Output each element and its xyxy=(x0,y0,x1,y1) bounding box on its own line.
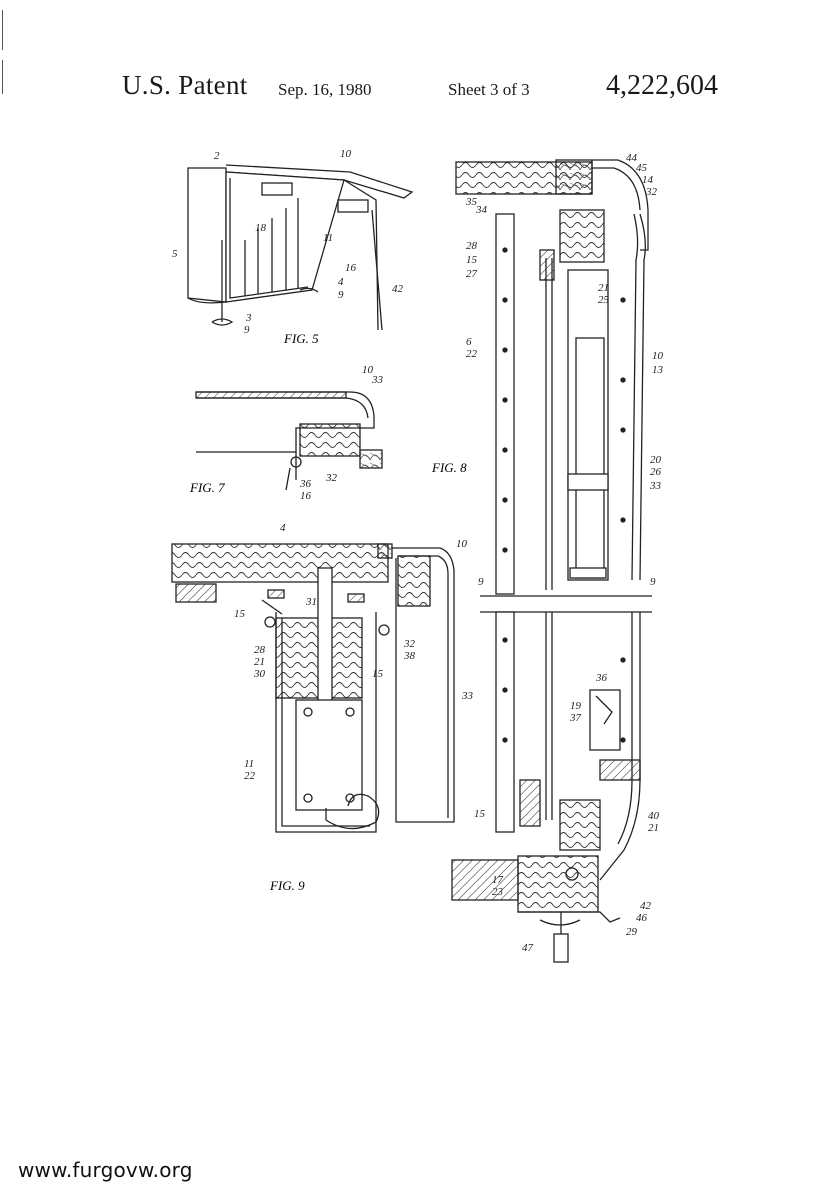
ref-label: 4 xyxy=(280,522,286,534)
ref-label: 34 xyxy=(476,204,487,216)
ref-label: 11 xyxy=(323,232,334,244)
ref-label: 22 xyxy=(466,348,477,360)
ref-label: 23 xyxy=(492,886,503,898)
ref-label: 26 xyxy=(650,466,661,478)
ref-label: 21 xyxy=(648,822,659,834)
ref-label: 31 xyxy=(306,596,317,608)
ref-label: 32 xyxy=(404,638,415,650)
ref-label: 33 xyxy=(462,690,473,702)
ref-label: 9 xyxy=(338,289,344,301)
ref-label: 16 xyxy=(300,490,311,502)
ref-label: 18 xyxy=(255,222,266,234)
ref-label: 37 xyxy=(570,712,581,724)
ref-label: 17 xyxy=(492,874,503,886)
ref-label: 42 xyxy=(640,900,651,912)
scan-margin-mark xyxy=(2,10,3,50)
fig9-drawing xyxy=(171,543,455,833)
ref-label: 14 xyxy=(642,174,653,186)
ref-label: 29 xyxy=(626,926,637,938)
ref-label: 3 xyxy=(246,312,252,324)
ref-label: 47 xyxy=(522,942,533,954)
ref-label: 33 xyxy=(650,480,661,492)
patent-title: U.S. Patent xyxy=(122,70,248,100)
ref-label: 19 xyxy=(570,700,581,712)
fig7-caption: FIG. 7 xyxy=(189,480,225,495)
ref-label: 44 xyxy=(626,152,637,164)
ref-label: 40 xyxy=(648,810,659,822)
fig9-caption: FIG. 9 xyxy=(269,878,305,893)
ref-label: 38 xyxy=(404,650,415,662)
ref-label: 16 xyxy=(345,262,356,274)
ref-label: 15 xyxy=(474,808,485,820)
ref-label: 32 xyxy=(646,186,657,198)
ref-label: 6 xyxy=(466,336,472,348)
ref-label: 46 xyxy=(636,912,647,924)
ref-label: 30 xyxy=(254,668,265,680)
ref-label: 4 xyxy=(338,276,344,288)
ref-label: 2 xyxy=(214,150,220,162)
ref-label: 22 xyxy=(244,770,255,782)
ref-label: 36 xyxy=(300,478,311,490)
fig8-caption: FIG. 8 xyxy=(431,460,467,475)
scan-margin-mark xyxy=(2,60,3,94)
ref-label: 28 xyxy=(466,240,477,252)
fig8-drawing xyxy=(451,159,652,963)
ref-label: 15 xyxy=(466,254,477,266)
ref-label: 10 xyxy=(652,350,663,362)
ref-label: 11 xyxy=(244,758,255,770)
ref-label: 10 xyxy=(340,148,351,160)
patent-date: Sep. 16, 1980 xyxy=(278,80,372,99)
ref-label: 5 xyxy=(172,248,178,260)
ref-label: 15 xyxy=(234,608,245,620)
ref-label: 15 xyxy=(372,668,383,680)
site-watermark: www.furgovw.org xyxy=(18,1158,193,1182)
ref-label: 35 xyxy=(466,196,477,208)
ref-label: 45 xyxy=(636,162,647,174)
fig5-caption: FIG. 5 xyxy=(283,331,319,346)
ref-label: 9 xyxy=(244,324,250,336)
sheet-indicator: Sheet 3 of 3 xyxy=(448,80,530,99)
ref-label: 9 xyxy=(650,576,656,588)
ref-label: 9 xyxy=(478,576,484,588)
patent-number: 4,222,604 xyxy=(606,70,718,101)
ref-label: 21 xyxy=(254,656,265,668)
fig7-drawing xyxy=(195,391,383,491)
ref-label: 13 xyxy=(652,364,663,376)
ref-label: 42 xyxy=(392,283,403,295)
ref-label: 32 xyxy=(326,472,337,484)
fig5-drawing xyxy=(187,164,414,331)
ref-label: 27 xyxy=(466,268,477,280)
ref-label: 25 xyxy=(598,294,609,306)
ref-label: 10 xyxy=(456,538,467,550)
ref-label: 33 xyxy=(372,374,383,386)
ref-label: 20 xyxy=(650,454,661,466)
ref-label: 36 xyxy=(596,672,607,684)
ref-label: 28 xyxy=(254,644,265,656)
ref-label: 21 xyxy=(598,282,609,294)
ref-label: 10 xyxy=(362,364,373,376)
